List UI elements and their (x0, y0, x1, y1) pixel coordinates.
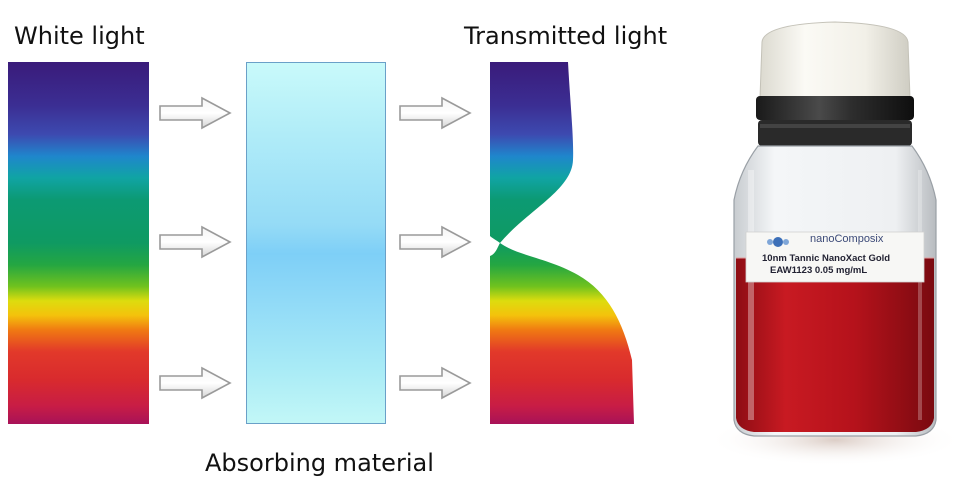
white-light-spectrum (8, 62, 149, 424)
arrow-right-icon (399, 96, 472, 130)
nanocomposix-logo-icon (767, 237, 789, 247)
transmitted-light-label: Transmitted light (464, 22, 668, 50)
arrow-right-icon (399, 366, 472, 400)
arrow-right-icon (399, 225, 472, 259)
bottle-product-name: 10nm Tannic NanoXact Gold (762, 253, 891, 264)
arrow-right-icon (159, 96, 232, 130)
arrow-right-icon (159, 225, 232, 259)
transmitted-light-spectrum (490, 62, 634, 424)
absorbing-material-block (246, 62, 386, 424)
absorbing-material-label: Absorbing material (205, 449, 434, 477)
bottle-brand-text: nanoComposix (810, 233, 884, 245)
gold-nanoparticle-bottle-image (707, 21, 963, 466)
white-light-label: White light (14, 22, 145, 50)
arrow-right-icon (159, 366, 232, 400)
bottle-lot-concentration: EAW1123 0.05 mg/mL (770, 265, 868, 276)
